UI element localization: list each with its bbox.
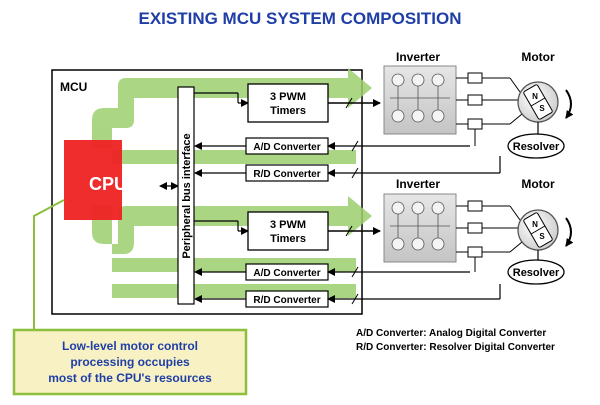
callout-line-3: most of the CPU's resources <box>48 371 212 385</box>
callout-leader <box>33 199 65 332</box>
peripheral-bus-label: Peripheral bus interface <box>181 133 193 258</box>
ad-label-2: A/D Converter <box>253 268 320 279</box>
callout-line-1: Low-level motor control <box>62 339 198 353</box>
current-sensor-2a <box>467 200 483 212</box>
ad-label-1: A/D Converter <box>253 142 320 153</box>
resolver-2 <box>507 259 565 285</box>
inverter-switches-1 <box>390 73 450 123</box>
resolver-1 <box>507 133 565 159</box>
motor-label-2: Motor <box>521 177 555 191</box>
pwm-label-2b: Timers <box>270 233 306 245</box>
motor-s-2: S <box>539 232 545 241</box>
rd-label-2: R/D Converter <box>253 295 320 306</box>
motor-n-2: N <box>532 220 538 229</box>
pwm-label-1b: Timers <box>270 105 306 117</box>
mcu-label: MCU <box>60 80 87 94</box>
inverter-label-2: Inverter <box>396 177 440 191</box>
legend-rd: R/D Converter: Resolver Digital Converte… <box>356 342 555 353</box>
motor-n-1: N <box>532 92 538 101</box>
current-sensor-2c <box>467 246 483 258</box>
pwm-label-2a: 3 PWM <box>270 219 306 231</box>
channel-1: 3 PWM Timers A/D Converter R/D Converter… <box>194 50 574 182</box>
current-sensor-1b <box>467 94 483 106</box>
callout-line-2: processing occupies <box>70 355 190 369</box>
rd-label-1: R/D Converter <box>253 169 320 180</box>
current-sensor-2b <box>467 222 483 234</box>
inverter-switches-2 <box>390 201 450 251</box>
pwm-timers-box-2 <box>247 211 329 251</box>
peripheral-bus <box>177 86 195 305</box>
current-sensor-1c <box>467 118 483 130</box>
rotation-arrow-2 <box>565 217 574 247</box>
rotation-arrow-1 <box>565 89 574 119</box>
legend-ad: A/D Converter: Analog Digital Converter <box>356 328 546 339</box>
inverter-label-1: Inverter <box>396 50 440 64</box>
motor-s-1: S <box>539 104 545 113</box>
resolver-label-2: Resolver <box>513 267 560 279</box>
motor-label-1: Motor <box>521 50 555 64</box>
pwm-label-1a: 3 PWM <box>270 91 306 103</box>
cpu-block <box>64 140 122 220</box>
resolver-label-1: Resolver <box>513 141 560 153</box>
current-sensor-1a <box>467 72 483 84</box>
callout-box <box>12 328 248 396</box>
channel-2: 3 PWM Timers A/D Converter R/D Converter… <box>194 177 574 308</box>
diagram-title: EXISTING MCU SYSTEM COMPOSITION <box>138 9 461 28</box>
cpu-label: CPU <box>89 174 127 194</box>
